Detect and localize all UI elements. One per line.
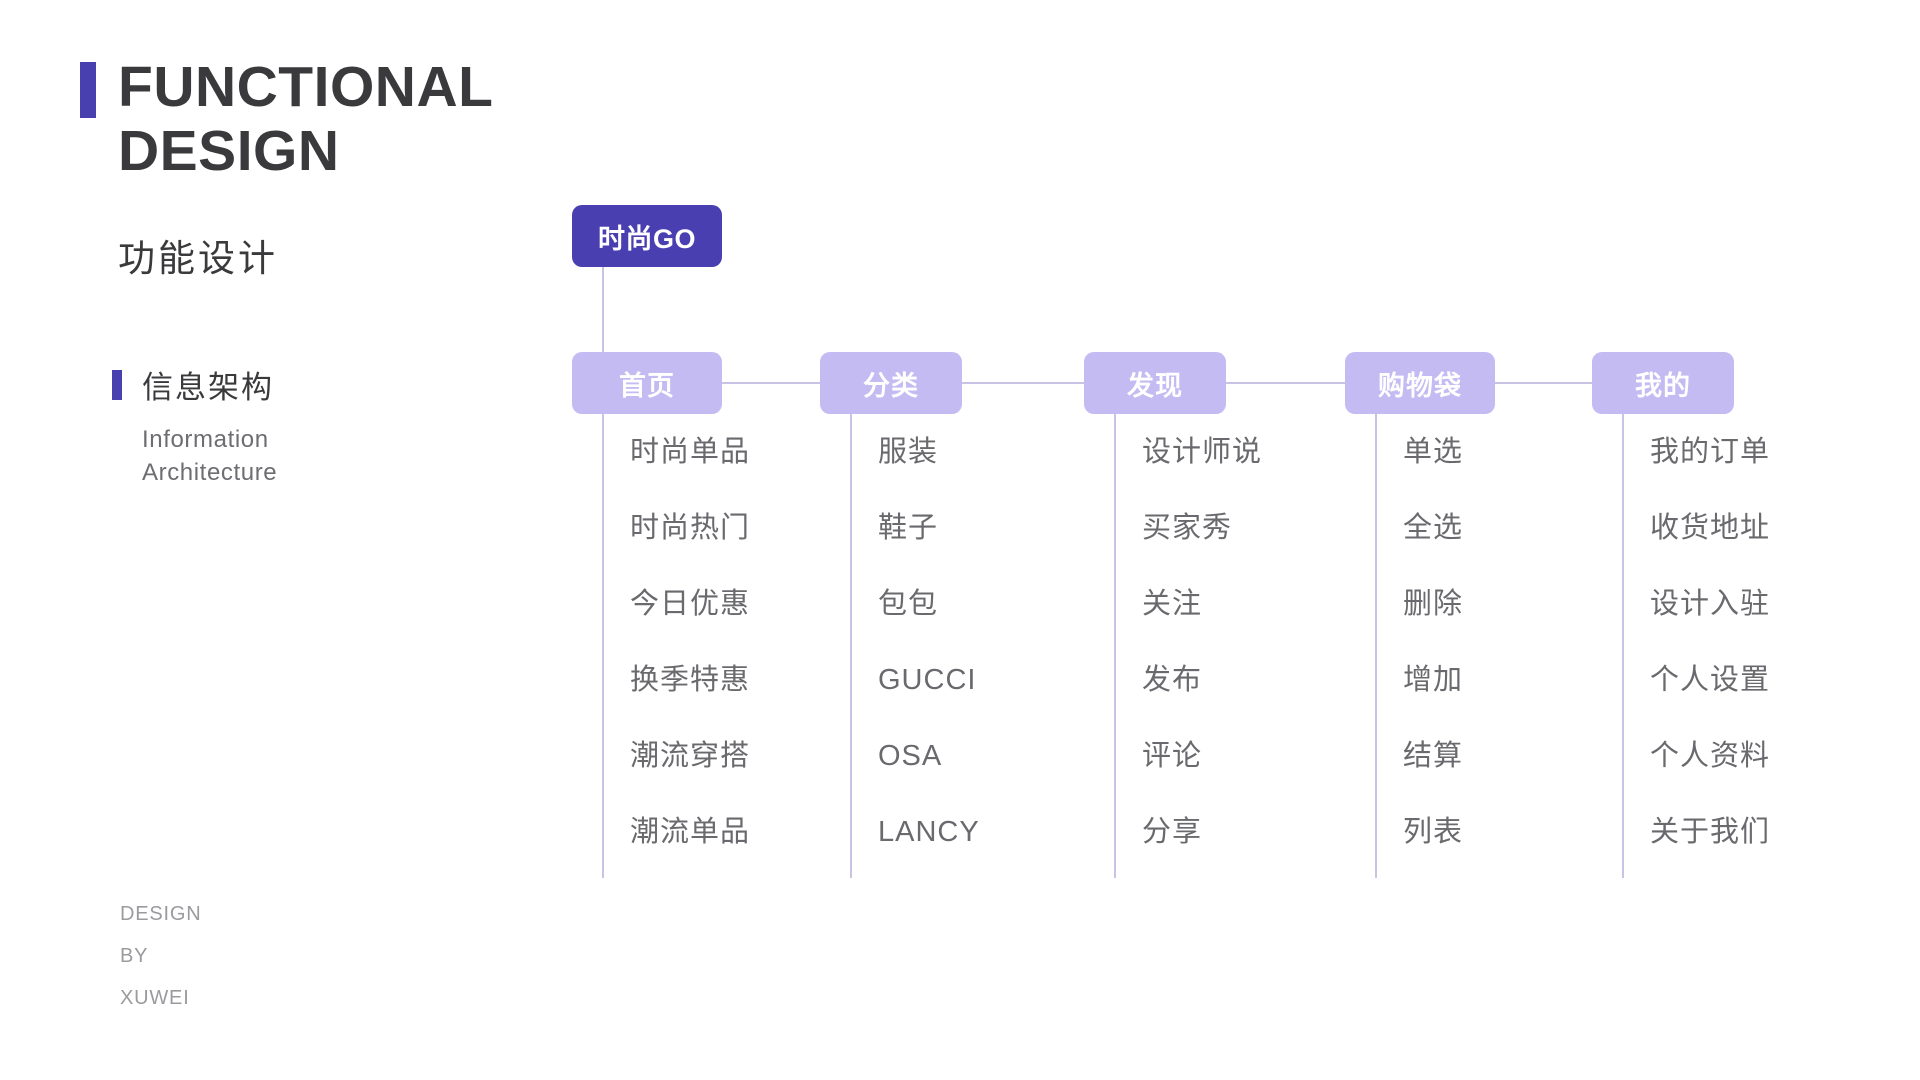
sitemap-leaf-item[interactable]: 分享 — [1142, 816, 1203, 848]
sitemap-branch-node[interactable]: 首页 — [572, 352, 722, 414]
sitemap-leaf-item[interactable]: 关注 — [1142, 588, 1203, 620]
sitemap-leaf-item[interactable]: 服装 — [878, 436, 939, 468]
sitemap-leaf-item[interactable]: 买家秀 — [1142, 512, 1233, 544]
page-title-line1: FUNCTIONAL — [118, 55, 494, 119]
title-accent-bar-icon — [80, 62, 96, 118]
footer-credit-line3: XUWEI — [120, 987, 190, 1009]
sitemap-leaf-item[interactable]: 包包 — [878, 588, 939, 620]
section-heading-row: 信息架构 — [112, 362, 532, 407]
sitemap-leaf-item[interactable]: 设计师说 — [1142, 436, 1263, 468]
footer-credit: DESIGN BY XUWEI — [120, 893, 201, 1019]
sitemap-branch-node[interactable]: 购物袋 — [1345, 352, 1495, 414]
sitemap-leaf-item[interactable]: 个人资料 — [1650, 740, 1771, 772]
sitemap-leaf-item[interactable]: 潮流穿搭 — [630, 740, 751, 772]
sitemap-leaf-item[interactable]: 关于我们 — [1650, 816, 1771, 848]
left-info-panel: FUNCTIONAL DESIGN 功能设计 信息架构 Information … — [0, 0, 560, 1080]
sitemap-leaf-list: 我的订单收货地址设计入驻个人设置个人资料关于我们 — [1650, 414, 1770, 870]
sitemap-leaf-item[interactable]: GUCCI — [878, 664, 977, 696]
section-accent-bar-icon — [112, 369, 122, 400]
connector-branch-to-leaves — [850, 414, 852, 878]
page-title-line2: DESIGN — [118, 118, 340, 183]
title-lines: FUNCTIONAL DESIGN — [118, 55, 494, 184]
connector-root-to-branches — [602, 267, 604, 352]
connector-branch-to-leaves — [602, 414, 604, 878]
section-heading-en-line2: Architecture — [142, 459, 278, 487]
sitemap-leaf-item[interactable]: 时尚单品 — [630, 436, 751, 468]
footer-credit-line2: BY — [120, 945, 149, 967]
sitemap-leaf-item[interactable]: 全选 — [1403, 512, 1464, 544]
sitemap-leaf-list: 设计师说买家秀关注发布评论分享 — [1142, 414, 1262, 870]
sitemap-leaf-item[interactable]: LANCY — [878, 816, 980, 848]
sitemap-leaf-list: 单选全选删除增加结算列表 — [1403, 414, 1463, 870]
sitemap-leaf-item[interactable]: 发布 — [1142, 664, 1203, 696]
footer-credit-line1: DESIGN — [120, 903, 202, 925]
sitemap-leaf-item[interactable]: 设计入驻 — [1650, 588, 1771, 620]
sitemap-branch-node-label: 首页 — [619, 370, 675, 401]
page-title-block: FUNCTIONAL DESIGN — [80, 55, 540, 184]
connector-branch-to-leaves — [1114, 414, 1116, 878]
sitemap-leaf-item[interactable]: 个人设置 — [1650, 664, 1771, 696]
sitemap-leaf-item[interactable]: 结算 — [1403, 740, 1464, 772]
sitemap-leaf-list: 时尚单品时尚热门今日优惠换季特惠潮流穿搭潮流单品 — [630, 414, 750, 870]
page-subtitle-cn: 功能设计 — [118, 238, 278, 279]
sitemap-branch-node[interactable]: 发现 — [1084, 352, 1226, 414]
sitemap-leaf-item[interactable]: 删除 — [1403, 588, 1464, 620]
sitemap-branch-node-label: 购物袋 — [1378, 370, 1462, 401]
sitemap-leaf-item[interactable]: 列表 — [1403, 816, 1464, 848]
sitemap-leaf-item[interactable]: 单选 — [1403, 436, 1464, 468]
sitemap-branch-node-label: 分类 — [863, 370, 919, 401]
sitemap-leaf-item[interactable]: 换季特惠 — [630, 664, 751, 696]
sitemap-leaf-item[interactable]: 鞋子 — [878, 512, 939, 544]
sitemap-leaf-item[interactable]: 收货地址 — [1650, 512, 1771, 544]
sitemap-leaf-item[interactable]: OSA — [878, 740, 943, 772]
connector-branch-to-leaves — [1375, 414, 1377, 878]
section-heading-cn: 信息架构 — [142, 370, 274, 405]
sitemap-leaf-item[interactable]: 今日优惠 — [630, 588, 751, 620]
sitemap-leaf-item[interactable]: 我的订单 — [1650, 436, 1771, 468]
section-heading-block: 信息架构 Information Architecture — [112, 362, 532, 489]
sitemap-branch-node[interactable]: 分类 — [820, 352, 962, 414]
sitemap-leaf-list: 服装鞋子包包 GUCCI OSA LANCY — [878, 414, 980, 870]
sitemap-root-node[interactable]: 时尚GO — [572, 205, 722, 267]
sitemap-leaf-item[interactable]: 增加 — [1403, 664, 1464, 696]
sitemap-leaf-item[interactable]: 评论 — [1142, 740, 1203, 772]
sitemap-leaf-item[interactable]: 时尚热门 — [630, 512, 751, 544]
sitemap-root-node-label: 时尚GO — [597, 223, 696, 254]
connector-branch-to-leaves — [1622, 414, 1624, 878]
sitemap-leaf-item[interactable]: 潮流单品 — [630, 816, 751, 848]
section-heading-en: Information Architecture — [142, 423, 532, 489]
sitemap-branch-node-label: 我的 — [1635, 370, 1691, 401]
section-heading-en-line1: Information — [142, 426, 269, 453]
title-row: FUNCTIONAL DESIGN — [80, 55, 540, 184]
sitemap-branch-node-label: 发现 — [1127, 370, 1183, 401]
sitemap-branch-node[interactable]: 我的 — [1592, 352, 1734, 414]
